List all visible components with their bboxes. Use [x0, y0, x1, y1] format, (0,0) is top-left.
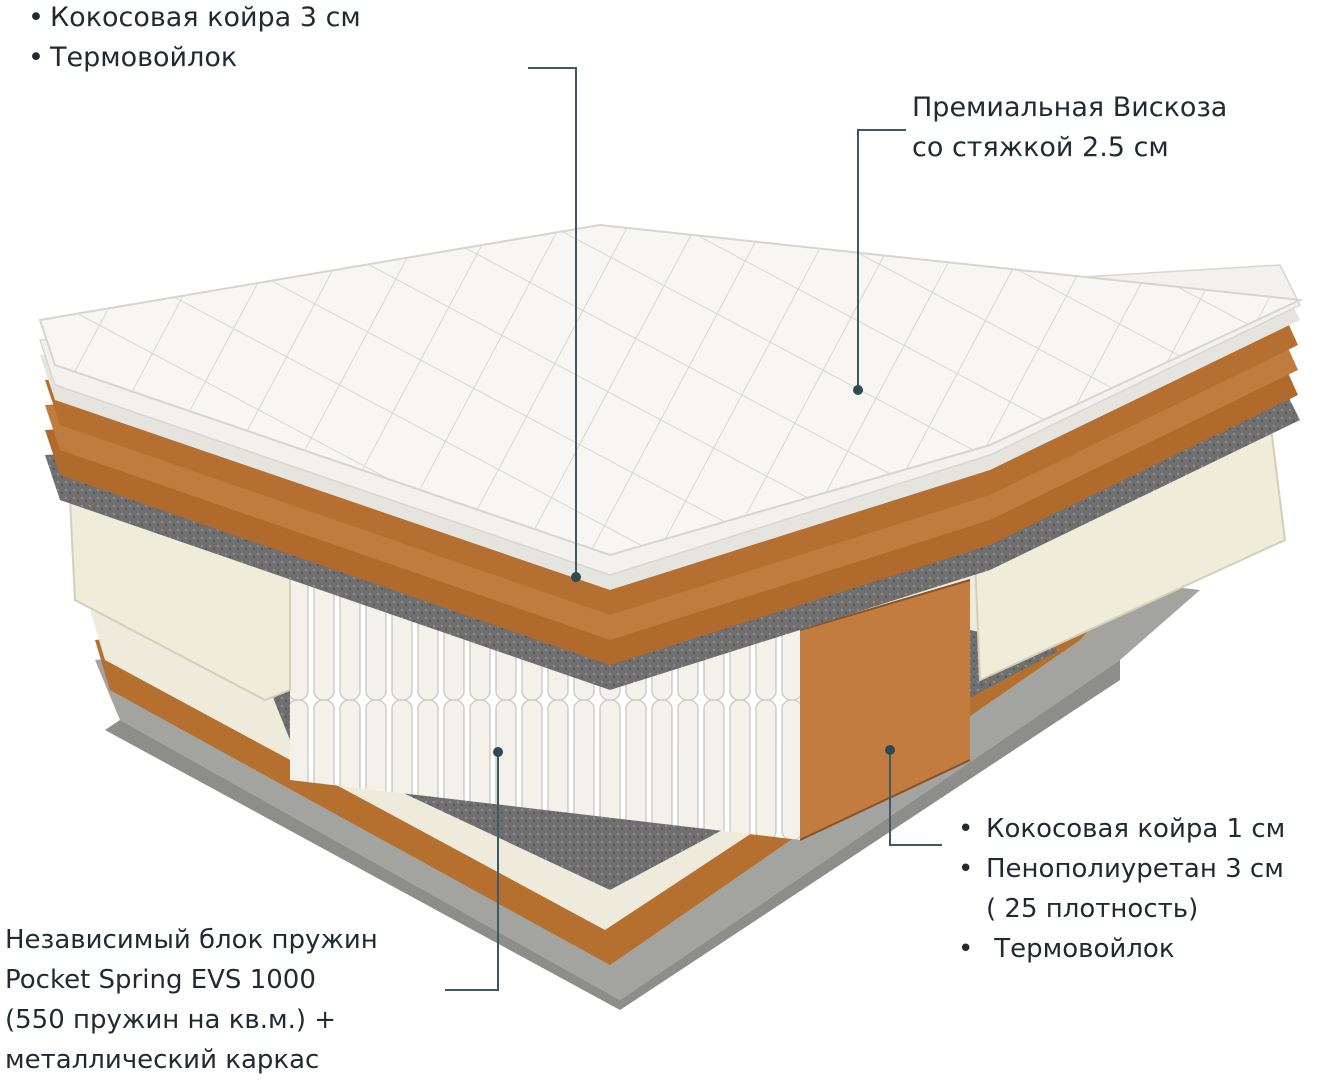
bottom-right-item-2: Пенополиуретан 3 см: [986, 854, 1284, 884]
top-right-line-2: со стяжкой 2.5 см: [912, 132, 1169, 163]
bottom-left-line-3: (550 пружин на кв.м.) +: [5, 1005, 337, 1035]
bottom-right-item-1: Кокосовая койра 1 см: [986, 814, 1286, 844]
quilted-top-layer: [38, 223, 1304, 557]
callout-dot-top-left: [571, 572, 581, 582]
bottom-right-item-4: Термовойлок: [986, 934, 1175, 964]
callout-line-top-right: [857, 129, 906, 390]
bottom-left-line-2: Pocket Spring EVS 1000: [5, 965, 316, 995]
label-top-left: •Кокосовая койра 3 см •Термовойлок: [28, 2, 361, 73]
callout-dot-bottom-left: [493, 747, 503, 757]
callout-line-bottom-left: [445, 755, 499, 991]
top-right-line-1: Премиальная Вискоза: [912, 92, 1228, 123]
label-bottom-left: Независимый блок пружин Pocket Spring EV…: [5, 920, 378, 1080]
label-bottom-right: •Кокосовая койра 1 см •Пенополиуретан 3 …: [958, 814, 1286, 964]
callout-dot-top-right: [853, 385, 863, 395]
callout-line-top-left: [528, 67, 577, 575]
callout-line-bottom-right: [889, 752, 942, 846]
top-left-item-1: Кокосовая койра 3 см: [50, 2, 361, 33]
spring-block-coir-section: [800, 580, 970, 840]
callout-dot-bottom-right: [885, 745, 895, 755]
top-left-item-2: Термовойлок: [50, 42, 238, 73]
bottom-left-line-4: металлический каркас: [5, 1045, 320, 1075]
bottom-left-line-1: Независимый блок пружин: [5, 925, 378, 955]
bottom-right-item-3: ( 25 плотность): [986, 894, 1199, 924]
label-top-right: Премиальная Вискоза со стяжкой 2.5 см: [912, 88, 1227, 168]
base-layer-edge: [105, 660, 1120, 1010]
